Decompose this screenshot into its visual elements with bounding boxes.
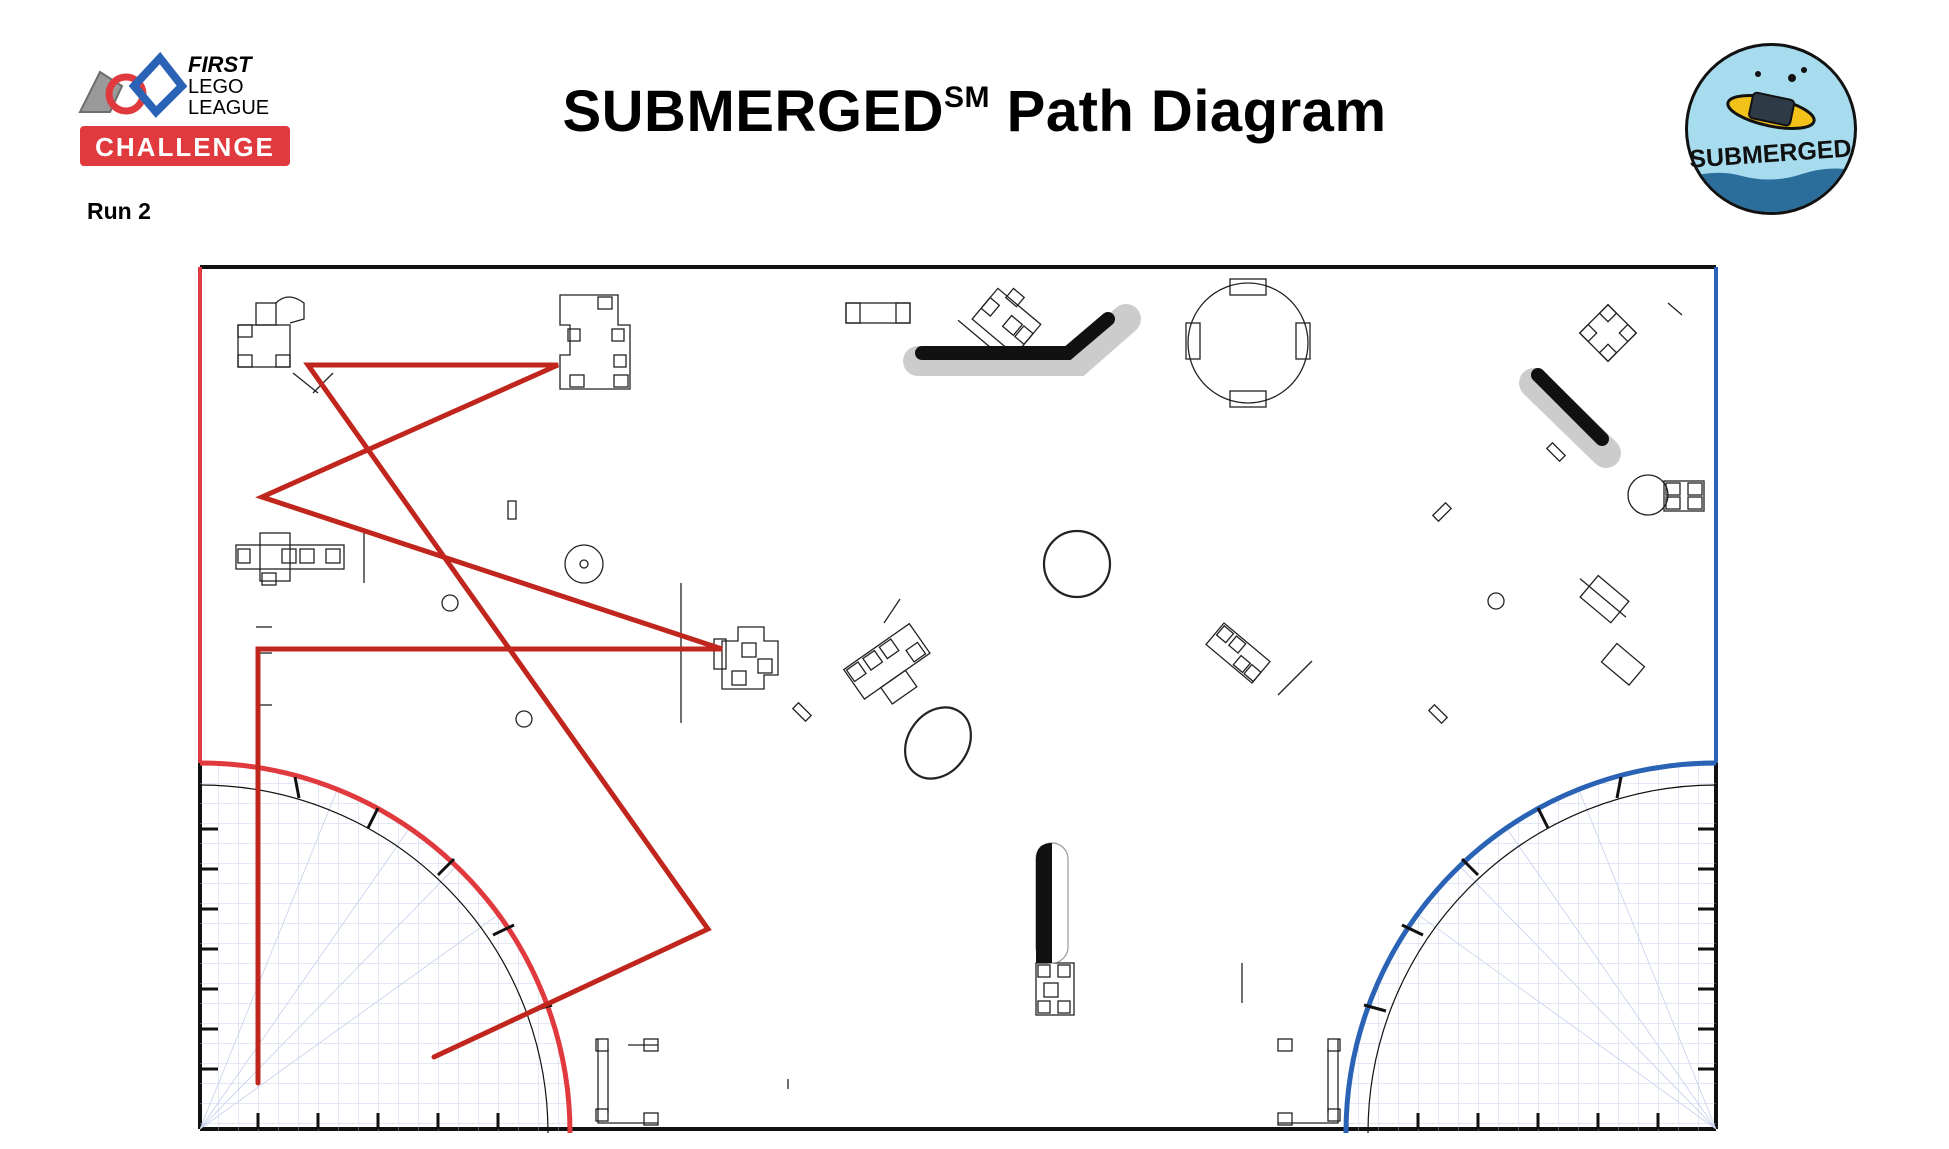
logo-first-badge: CHALLENGE — [95, 132, 275, 162]
challenge-badge — [80, 126, 290, 166]
right-launch-area — [1343, 760, 1717, 1133]
mission-model-right-center — [1205, 622, 1271, 684]
logo-first-line2: LEGO — [188, 76, 244, 98]
title-rest: Path Diagram — [990, 79, 1387, 144]
mission-model-right-circle — [1627, 474, 1705, 516]
logo-first-line3: LEAGUE — [188, 97, 269, 119]
run-label: Run 2 — [87, 198, 151, 224]
mission-model-center-left — [680, 583, 779, 723]
mission-model-top-shipwreck — [559, 294, 631, 390]
mission-model-top-left — [237, 296, 334, 394]
submarine-icon — [1726, 67, 1816, 130]
mission-model-top-right — [1578, 303, 1638, 363]
mission-model-top-bar — [845, 302, 911, 324]
logo-first-line1: FIRST — [188, 52, 253, 77]
mission-model-right-cross — [1579, 574, 1646, 686]
mission-model-bottom-center — [1035, 962, 1075, 1016]
mission-model-bottom-right-bracket — [1277, 1038, 1341, 1126]
robot-path — [255, 362, 723, 1086]
service-mark: SM — [944, 80, 991, 114]
field-diagram — [198, 265, 1718, 1133]
mission-model-center-cluster — [842, 622, 931, 705]
title-main: SUBMERGED — [562, 79, 945, 144]
first-lego-league-logo: FIRST LEGO LEAGUE CHALLENGE — [78, 51, 290, 166]
mission-model-left-mid — [235, 532, 365, 586]
mission-model-octagon — [1185, 278, 1311, 408]
page-title: SUBMERGEDSM Path Diagram — [0, 78, 1949, 145]
first-logo-icon — [78, 51, 188, 118]
mission-models — [235, 278, 1705, 1126]
field-walls — [903, 304, 1621, 964]
mission-model-bottom-left-bracket — [595, 1038, 659, 1126]
submerged-logo: SUBMERGED — [1685, 43, 1857, 215]
